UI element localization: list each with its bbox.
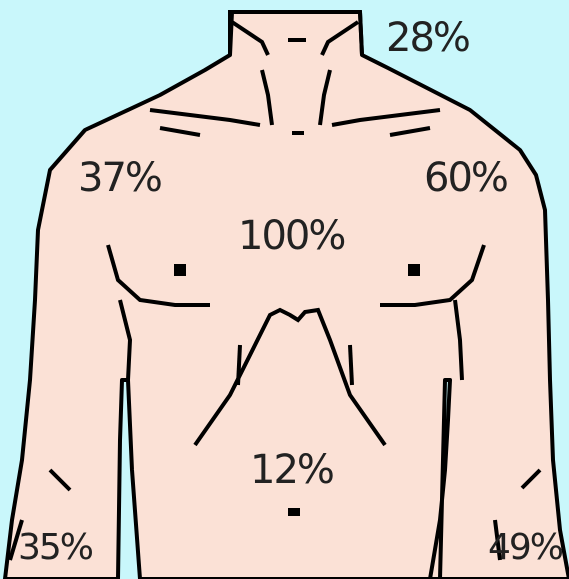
oblique-right bbox=[350, 345, 352, 385]
chest-percent-label: 100% bbox=[238, 216, 344, 256]
oblique-left bbox=[238, 345, 240, 385]
nipple-right bbox=[408, 264, 420, 276]
navel bbox=[288, 508, 300, 516]
torso-silhouette bbox=[5, 12, 569, 579]
left-forearm-percent-label: 35% bbox=[18, 530, 92, 566]
right-shoulder-percent-label: 60% bbox=[424, 158, 507, 198]
right-forearm-percent-label: 49% bbox=[488, 530, 562, 566]
nipple-left bbox=[174, 264, 186, 276]
left-shoulder-percent-label: 37% bbox=[78, 158, 161, 198]
abdomen-percent-label: 12% bbox=[250, 450, 333, 490]
neck-percent-label: 28% bbox=[386, 18, 469, 58]
